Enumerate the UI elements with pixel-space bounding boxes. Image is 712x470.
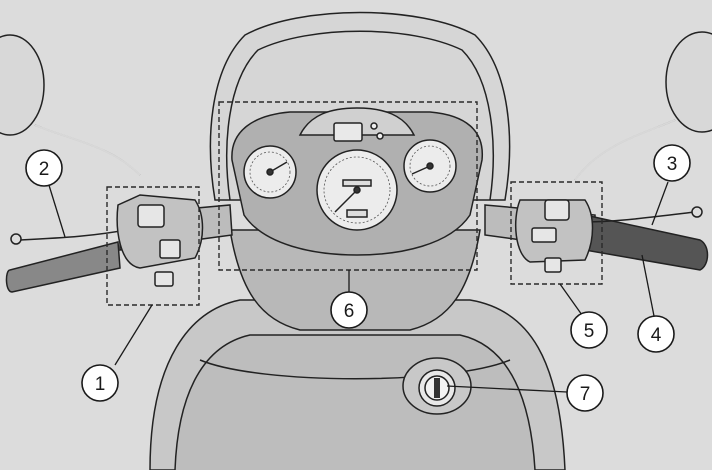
dashed-box-instruments <box>218 101 478 271</box>
left-switch-horn[interactable] <box>159 239 181 259</box>
callout-2: 2 <box>25 149 63 187</box>
callout-3-label: 3 <box>667 154 678 175</box>
speedometer <box>316 149 398 231</box>
callout-7: 7 <box>566 374 604 412</box>
callout-2-label: 2 <box>39 159 50 180</box>
dashed-box-left-switch <box>106 186 200 306</box>
callout-4: 4 <box>637 315 675 353</box>
callout-7-label: 7 <box>580 384 591 405</box>
right-lever-end <box>691 206 703 218</box>
callout-5-label: 5 <box>584 321 595 342</box>
right-switch-start[interactable] <box>531 227 557 243</box>
left-switch-top[interactable] <box>137 204 165 228</box>
leader-4 <box>641 254 655 317</box>
leader-5 <box>559 283 583 316</box>
left-gauge <box>243 145 297 199</box>
left-grip <box>5 241 121 293</box>
left-mirror-stem-inner <box>34 124 141 176</box>
callout-6: 6 <box>330 291 368 329</box>
right-switch-lower[interactable] <box>544 257 562 273</box>
right-mirror <box>665 31 712 133</box>
right-switch-top[interactable] <box>544 199 570 221</box>
callout-5: 5 <box>570 311 608 349</box>
shield-crease <box>199 359 511 380</box>
instrument-cluster-top <box>298 107 416 136</box>
windscreen-inner <box>226 30 494 201</box>
leader-1 <box>114 304 153 366</box>
right-throttle-grip[interactable] <box>584 214 709 271</box>
front-shield-panel <box>174 334 536 470</box>
callout-3: 3 <box>653 144 691 182</box>
ignition-switch[interactable] <box>402 357 472 415</box>
callout-1: 1 <box>81 364 119 402</box>
callout-6-label: 6 <box>344 301 355 322</box>
warning-lamp-2 <box>376 132 384 140</box>
callout-1-label: 1 <box>95 374 106 395</box>
right-gauge <box>403 139 457 193</box>
right-mirror-stem-inner <box>574 119 676 181</box>
leader-2 <box>47 181 66 238</box>
lcd-display <box>333 122 363 142</box>
warning-lamp-1 <box>370 122 378 130</box>
callout-4-label: 4 <box>651 325 662 346</box>
left-lever-end <box>10 233 22 245</box>
leader-7 <box>446 385 568 393</box>
left-mirror <box>0 34 45 136</box>
leader-3 <box>651 181 669 226</box>
left-switch-indicator[interactable] <box>154 271 174 287</box>
